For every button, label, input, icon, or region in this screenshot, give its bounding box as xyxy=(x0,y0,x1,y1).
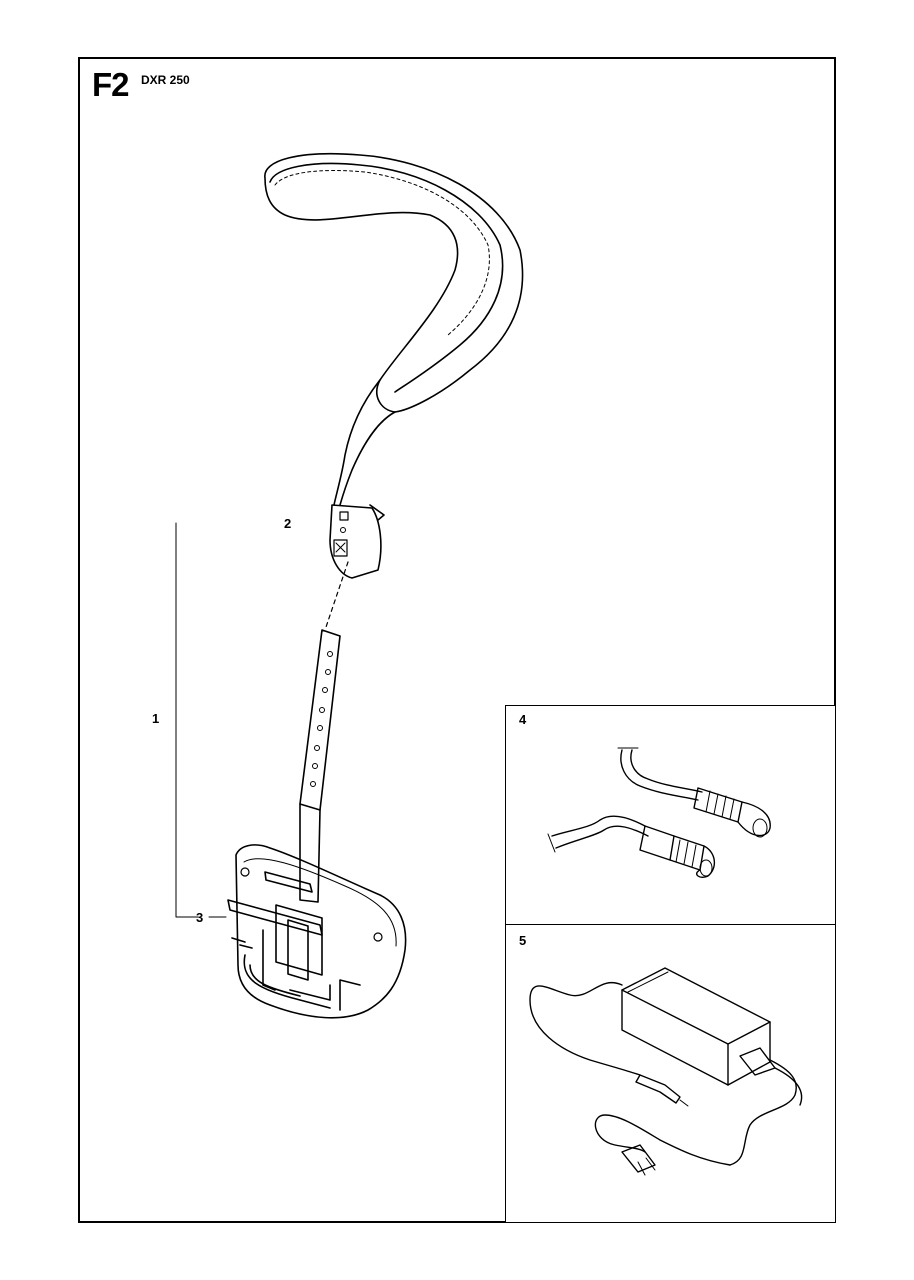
model-name: DXR 250 xyxy=(141,73,190,87)
callout-2: 2 xyxy=(284,516,292,531)
battery-belt-plate-icon xyxy=(227,629,407,1019)
callout-3: 3 xyxy=(196,910,204,925)
harness-strap-icon xyxy=(264,152,524,579)
callout-4: 4 xyxy=(519,712,527,727)
callout-5: 5 xyxy=(519,933,527,948)
cable-connector-icon xyxy=(547,747,771,879)
inset-panel-5 xyxy=(505,924,836,1223)
figure-code: F2 xyxy=(92,66,130,103)
callout-1: 1 xyxy=(152,711,160,726)
power-adapter-icon xyxy=(529,967,803,1176)
diagram-frame xyxy=(78,57,836,1223)
